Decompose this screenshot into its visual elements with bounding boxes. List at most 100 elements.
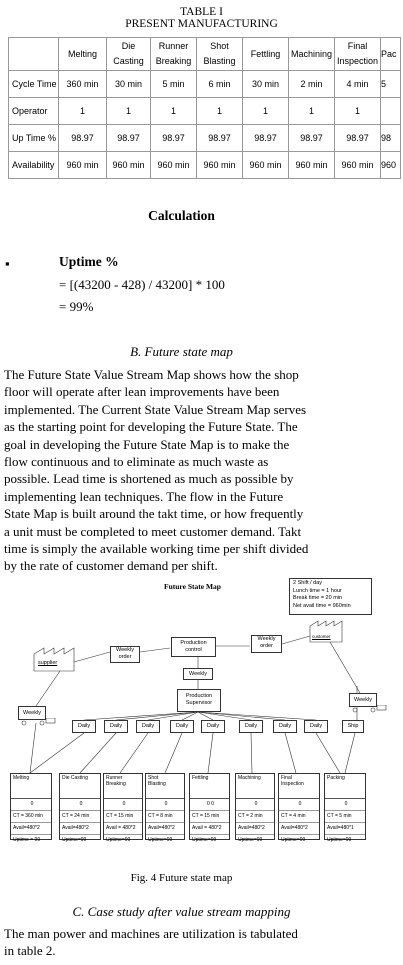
process-cycle-time: CT = 2 min: [236, 811, 274, 823]
paragraph-line: floor will operate after lean improvemen…: [4, 384, 280, 400]
section-b-heading: B. Future state map: [130, 344, 233, 359]
shift-info-box: 2 Shift / day Lunch time = 1 hour Break …: [289, 578, 372, 615]
table-row-label: Operator: [8, 97, 59, 125]
table-row: Up Time % 98.97 98.97 98.97 98.97 98.97 …: [8, 124, 401, 152]
paragraph-line: implementing lean techniques. The flow i…: [4, 488, 284, 504]
box-line: Supervisor: [185, 700, 213, 706]
uptime-result: = 99%: [59, 299, 94, 314]
table-cell: 1: [242, 97, 289, 125]
figure-caption: Fig. 4 Future state map: [130, 872, 233, 884]
table-col-header: Shot Blasting: [196, 37, 243, 71]
process-name: Fettling: [190, 774, 229, 799]
table-cell: 1: [196, 97, 243, 125]
box-line: Weekly: [257, 636, 276, 642]
process-availability: Avail=480*2: [146, 823, 184, 835]
paragraph-line: as the starting point for developing the…: [4, 419, 298, 435]
process-availability: Avail=480*2: [279, 823, 319, 835]
table-col-header: Fettling: [242, 37, 289, 71]
table-cell: 98.97: [106, 124, 151, 152]
table-cell: 6 min: [196, 70, 243, 98]
table-row-label: Availability: [8, 151, 59, 179]
process-availability: Avail = 480*2: [190, 823, 229, 835]
process-operator: 0: [60, 799, 100, 811]
table-cell: 960 min: [288, 151, 335, 179]
table-corner-cell: [8, 37, 59, 71]
table-cell: 360 min: [58, 70, 107, 98]
box-line: order: [118, 654, 132, 660]
process-box-melting: Melting 0 CT = 360 min Avail=480*2 Uptim…: [10, 773, 52, 843]
paragraph-line: State Map is built around the takt time,…: [4, 506, 304, 522]
process-cycle-time: CT = 8 min: [146, 811, 184, 823]
table-cell: 960 min: [196, 151, 243, 179]
process-name: Machining: [236, 774, 274, 799]
daily-box: Daily: [273, 720, 297, 733]
truck-right-icon: [352, 705, 387, 713]
box-line: Weekly: [116, 647, 134, 653]
shift-info-line: Break time = 20 min: [293, 595, 343, 601]
table-cell: 1: [106, 97, 151, 125]
table-cell: 98.97: [58, 124, 107, 152]
paragraph-line: The man power and machines are utilizati…: [4, 926, 298, 941]
table-cell: 4 min: [334, 70, 381, 98]
table-cell: 1: [288, 97, 335, 125]
table-cell: 30 min: [106, 70, 151, 98]
table-caption-title: PRESENT MANUFACTURING: [125, 18, 278, 30]
box-line: control: [185, 647, 202, 653]
process-operator: 0: [104, 799, 142, 811]
paragraph-line: implemented. The Current State Value Str…: [4, 401, 307, 417]
process-operator: 0: [146, 799, 184, 811]
daily-box: Daily: [136, 720, 160, 733]
production-control-box: Production control: [171, 637, 216, 657]
section-b-paragraph: The Future State Value Stream Map shows …: [4, 366, 363, 575]
table-caption-number: TABLE I: [180, 6, 223, 18]
table-cell: 5 min: [150, 70, 197, 98]
section-c-paragraph: The man power and machines are utilizati…: [4, 925, 363, 960]
paragraph-line: by the rate of customer demand per shift…: [4, 558, 218, 574]
section-c-heading: C. Case study after value stream mapping: [72, 904, 291, 919]
table-cell: 1: [334, 97, 381, 125]
weekly-order-left-box: Weekly order: [110, 646, 140, 663]
paragraph-line: goal in developing the Future State Map …: [4, 436, 290, 452]
process-availability: Avail=480*1: [325, 823, 365, 835]
table-cell: 98: [380, 124, 401, 152]
table-cell: 98.97: [150, 124, 197, 152]
process-operator: 0: [11, 799, 51, 811]
box-line: Production: [185, 693, 213, 699]
daily-box: Daily: [239, 720, 263, 733]
table-col-header: Die Casting: [106, 37, 151, 71]
process-box-fettling: Fettling 0 0 CT = 15 min Avail = 480*2 U…: [189, 773, 230, 843]
box-line: Production: [180, 640, 207, 646]
daily-box: Daily: [72, 720, 96, 733]
daily-box: Daily: [304, 720, 328, 733]
weekly-truck-left: Weekly: [18, 706, 46, 720]
table-row-label: Up Time %: [8, 124, 59, 152]
table-col-header: Pac: [380, 37, 401, 71]
process-box-machining: Machining 0 CT = 2 min Avail=480*2 Uptim…: [235, 773, 275, 843]
process-cycle-time: CT = 15 min: [104, 811, 142, 823]
process-uptime: Uptime=99: [238, 837, 263, 843]
supplier-label: supplier: [38, 660, 58, 666]
shift-info-line: Lunch time = 1 hour: [293, 587, 342, 594]
table-cell: 960: [380, 151, 401, 179]
paragraph-line: The Future State Value Stream Map shows …: [4, 367, 299, 382]
process-availability: Avail = 480*2: [104, 823, 142, 835]
weekly-order-right-box: Weekly order: [251, 635, 282, 653]
process-name: Die Casting: [60, 774, 100, 799]
future-state-map-figure: Future State Map 2 Shift / day Lunch tim…: [0, 578, 403, 848]
table-cell: 1: [150, 97, 197, 125]
process-operator: 0: [236, 799, 274, 811]
table-cell: 960 min: [58, 151, 107, 179]
table-cell: 2 min: [288, 70, 335, 98]
supplier-factory-outline: [33, 647, 75, 672]
customer-factory-outline: [309, 620, 343, 643]
table-col-header: Runner Breaking: [150, 37, 197, 71]
table-cell: 30 min: [242, 70, 289, 98]
process-uptime: Uptime=99: [148, 837, 173, 843]
table-cell: 960 min: [334, 151, 381, 179]
link-control-order: [139, 647, 171, 653]
process-uptime: Uptime=99: [106, 837, 131, 843]
